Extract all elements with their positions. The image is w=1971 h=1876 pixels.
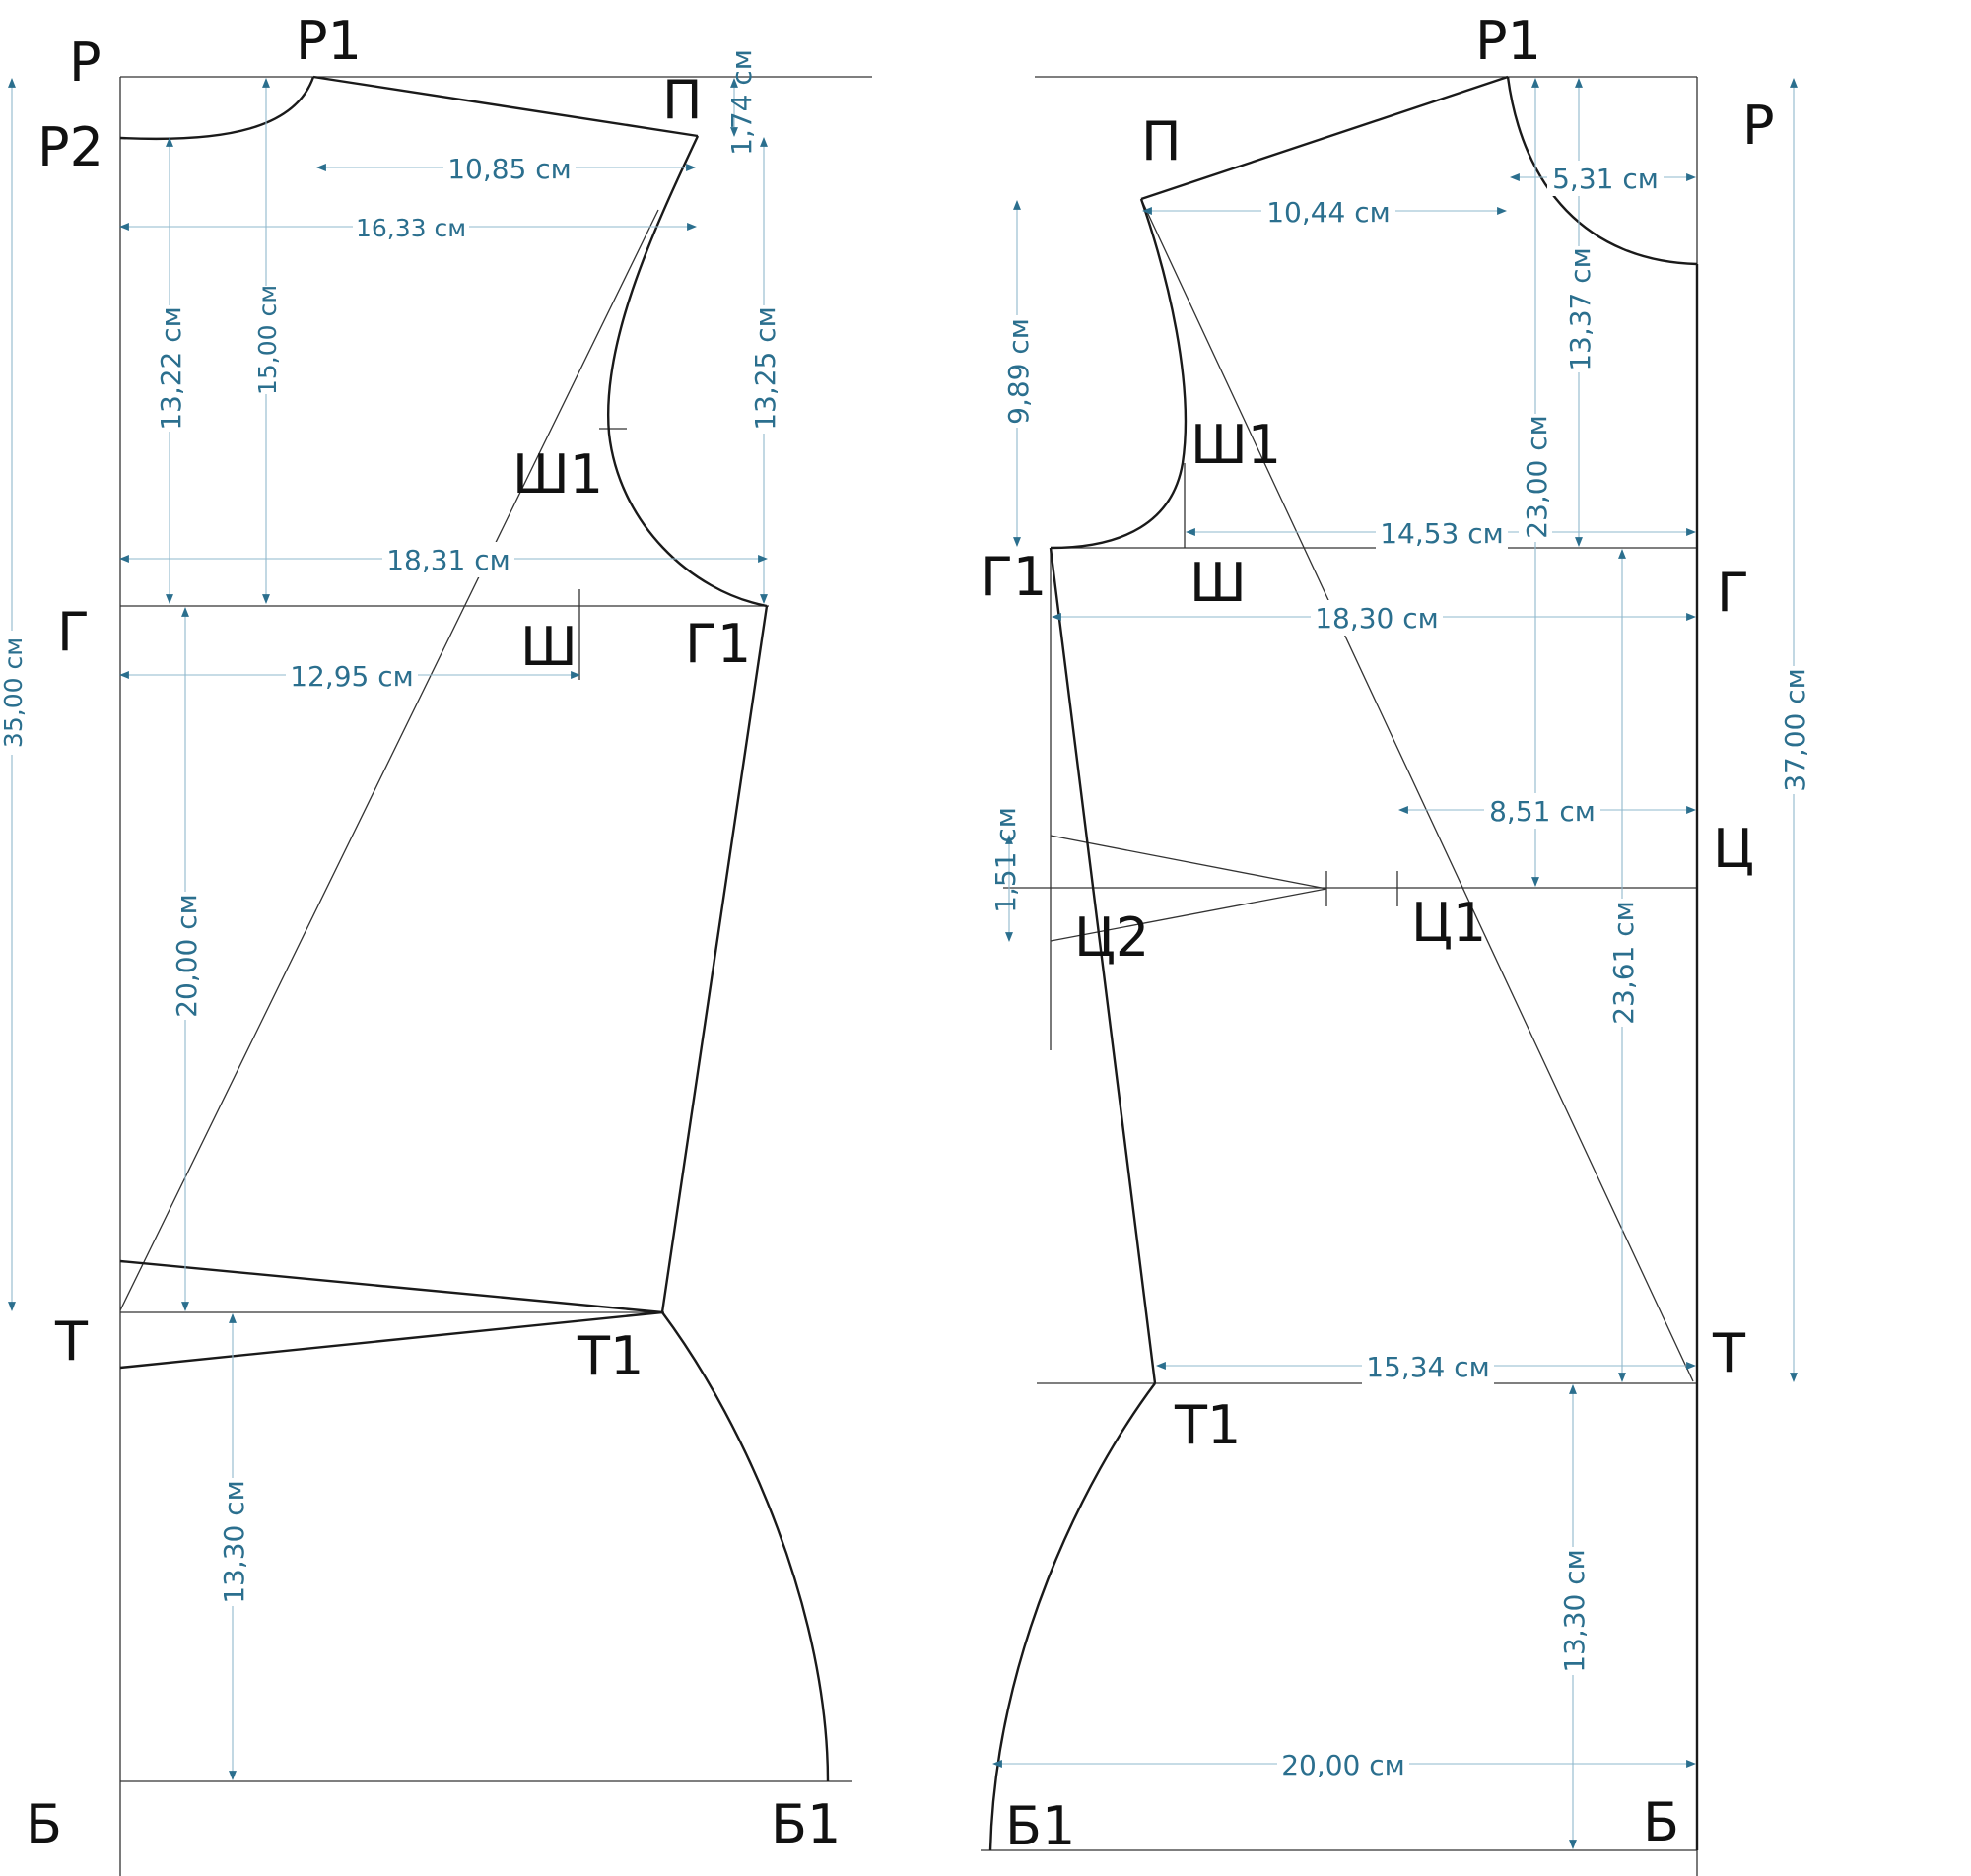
front-point-Sh1: Ш1 — [1190, 414, 1281, 476]
front-neck-curve — [1506, 76, 1698, 266]
back-point-labels: Р Р1 Р2 П Ш1 Г Ш Г1 Т Т1 Б Б1 — [26, 10, 841, 1855]
front-point-G: Г — [1717, 562, 1749, 624]
front-piece: 5,31 см 10,44 см 13,37 см 23,00 см 9,89 … — [981, 10, 1811, 1876]
back-dart-bottom — [119, 1310, 663, 1370]
front-dim-531: 5,31 см — [1552, 163, 1659, 195]
back-point-P: Р — [69, 32, 102, 94]
front-point-C: Ц — [1713, 818, 1754, 880]
front-dart-bottom — [1050, 888, 1327, 942]
back-dart-top — [119, 1259, 663, 1314]
back-point-Pi: П — [662, 69, 703, 131]
back-dim-1330: 13,30 см — [218, 1480, 250, 1604]
back-point-T: Т — [54, 1310, 89, 1373]
front-point-T1: Т1 — [1174, 1394, 1241, 1456]
front-dim-1534: 15,34 см — [1366, 1351, 1490, 1383]
front-point-B1: Б1 — [1005, 1795, 1075, 1857]
front-dim-989: 9,89 см — [1002, 318, 1035, 425]
back-dim-1500: 15,00 см — [253, 285, 282, 395]
front-hip-curve — [988, 1382, 1156, 1851]
back-dimension-lines — [8, 78, 768, 1780]
front-dim-151: 1,51 см — [989, 807, 1022, 913]
front-dim-1830: 18,30 см — [1315, 602, 1439, 635]
front-point-G1: Г1 — [981, 546, 1047, 608]
front-armhole-curve — [1050, 198, 1188, 550]
back-dim-1831: 18,31 см — [386, 544, 510, 576]
back-construction-lines — [119, 76, 872, 1876]
front-point-C1: Ц1 — [1411, 892, 1486, 954]
front-dim-1330: 13,30 см — [1558, 1549, 1591, 1673]
front-dim-1453: 14,53 см — [1380, 517, 1504, 550]
front-dim-1044: 10,44 см — [1266, 196, 1391, 229]
front-side-seam — [1049, 547, 1157, 1384]
front-point-labels: Р1 Р П Ш1 Г1 Ш Г Ц Ц1 Ц2 Т Т1 Б1 Б — [981, 10, 1775, 1857]
front-point-T: Т — [1712, 1322, 1746, 1384]
front-dimension-labels: 5,31 см 10,44 см 13,37 см 23,00 см 9,89 … — [989, 161, 1811, 1782]
front-dim-1337: 13,37 см — [1564, 247, 1597, 371]
front-dim-3700: 37,00 см — [1779, 668, 1811, 792]
back-neck-curve — [119, 76, 315, 141]
front-dim-2000: 20,00 см — [1281, 1749, 1405, 1781]
back-point-G1: Г1 — [685, 613, 751, 675]
front-point-P: Р — [1742, 95, 1775, 157]
back-dim-174: 1,74 см — [725, 49, 758, 156]
back-piece: 10,85 см 16,33 см 13,22 см 15,00 см 13,2… — [0, 10, 872, 1876]
front-point-B: Б — [1643, 1791, 1679, 1853]
back-hip-curve — [661, 1311, 830, 1782]
back-dim-1325: 13,25 см — [749, 306, 782, 431]
front-dim-2300: 23,00 см — [1521, 415, 1553, 539]
back-point-P1: Р1 — [296, 10, 362, 72]
front-point-Sh: Ш — [1189, 552, 1247, 614]
back-dim-2000: 20,00 см — [170, 894, 203, 1018]
back-point-B1: Б1 — [771, 1793, 841, 1855]
front-point-C2: Ц2 — [1074, 906, 1149, 969]
front-dart-top — [1050, 835, 1327, 890]
front-shoulder-line — [1140, 75, 1509, 201]
back-point-T1: Т1 — [577, 1325, 644, 1387]
back-dim-1295: 12,95 см — [290, 660, 414, 693]
back-shoulder-line — [312, 75, 699, 138]
front-point-P1: Р1 — [1475, 10, 1541, 72]
back-side-seam — [660, 605, 769, 1313]
back-armhole-curve — [606, 135, 768, 608]
front-point-Pi: П — [1141, 110, 1182, 172]
back-point-B: Б — [26, 1793, 62, 1855]
back-dimension-labels: 10,85 см 16,33 см 13,22 см 15,00 см 13,2… — [0, 49, 782, 1606]
back-point-Sh: Ш — [520, 616, 578, 678]
front-dim-2361: 23,61 см — [1607, 901, 1640, 1025]
back-point-P2: Р2 — [37, 116, 103, 178]
back-dim-1322: 13,22 см — [155, 306, 187, 431]
front-dim-851: 8,51 см — [1489, 795, 1596, 828]
front-diagonal — [1140, 198, 1694, 1382]
back-dim-1633: 16,33 см — [356, 214, 466, 242]
back-diagonal — [119, 209, 659, 1311]
back-dim-1085: 10,85 см — [447, 153, 572, 185]
back-point-Sh1: Ш1 — [512, 443, 603, 505]
back-point-G: Г — [57, 601, 90, 663]
front-outline — [988, 75, 1699, 1851]
back-dim-3500: 35,00 см — [0, 637, 28, 748]
